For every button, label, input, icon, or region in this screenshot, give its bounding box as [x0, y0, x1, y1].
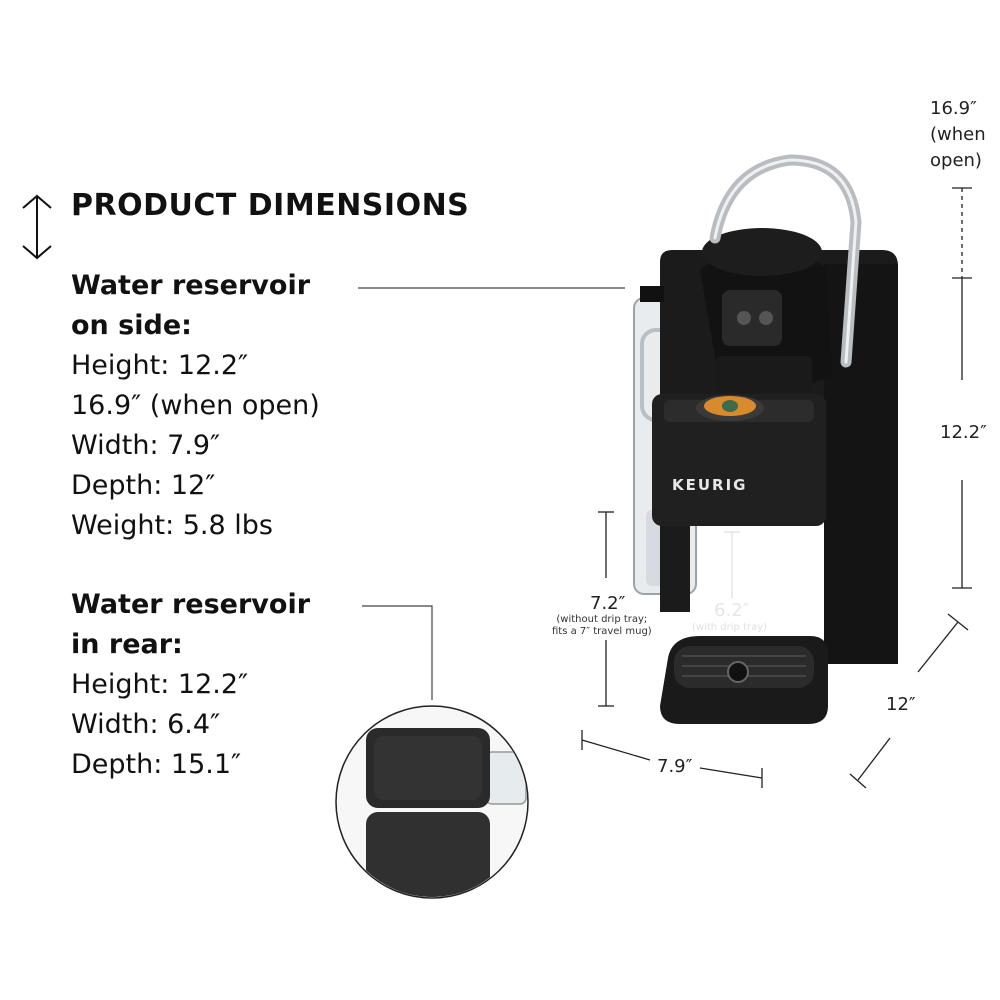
brand-logo: KEURIG	[672, 476, 748, 494]
clearance-tray-value: 6.2″	[714, 600, 750, 621]
vertical-arrow-icon	[22, 194, 52, 260]
height-callout: 12.2″	[940, 422, 987, 443]
rear-reservoir-subtitle: in rear:	[71, 629, 183, 660]
rear-height: Height: 12.2″	[71, 669, 249, 700]
page-title: PRODUCT DIMENSIONS	[71, 188, 470, 223]
rear-reservoir-inset	[335, 705, 529, 899]
k-cup	[696, 395, 764, 421]
open-height-note-1: (when	[930, 124, 986, 145]
open-height-callout: 16.9″ (when open)	[930, 96, 986, 174]
side-weight: Weight: 5.8 lbs	[71, 510, 273, 541]
drip-tray	[660, 636, 828, 724]
clearance-no-tray-note: (without drip tray; fits a 7″ travel mug…	[552, 614, 652, 638]
depth-callout: 12″	[886, 694, 916, 715]
width-dimension-line	[581, 730, 763, 788]
clearance-tray-note: (with drip tray)	[692, 622, 768, 633]
side-height: Height: 12.2″	[71, 350, 249, 381]
height-dimension-line	[952, 187, 972, 589]
open-height-value: 16.9″	[930, 98, 977, 119]
side-depth: Depth: 12″	[71, 470, 216, 501]
depth-dimension-line	[849, 613, 969, 789]
rear-reservoir-specs: Water reservoir in rear: Height: 12.2″ W…	[71, 585, 310, 785]
rear-depth: Depth: 15.1″	[71, 749, 242, 780]
clearance-no-tray-note-1: (without drip tray;	[556, 614, 648, 625]
side-reservoir-specs: Water reservoir on side: Height: 12.2″ 1…	[71, 266, 320, 546]
side-width: Width: 7.9″	[71, 430, 221, 461]
width-callout: 7.9″	[657, 756, 693, 777]
rear-reservoir-leader	[362, 605, 433, 700]
open-height-note-2: open)	[930, 150, 982, 171]
open-lid	[700, 228, 832, 392]
clearance-no-tray-line	[598, 511, 614, 707]
clearance-no-tray-note-2: fits a 7″ travel mug)	[552, 626, 652, 637]
clearance-no-tray-value: 7.2″	[590, 593, 626, 614]
rear-width: Width: 6.4″	[71, 709, 221, 740]
side-height-open: 16.9″ (when open)	[71, 390, 320, 421]
side-reservoir-title: Water reservoir	[71, 270, 311, 301]
rear-reservoir-title: Water reservoir	[71, 589, 311, 620]
side-reservoir-subtitle: on side:	[71, 310, 192, 341]
